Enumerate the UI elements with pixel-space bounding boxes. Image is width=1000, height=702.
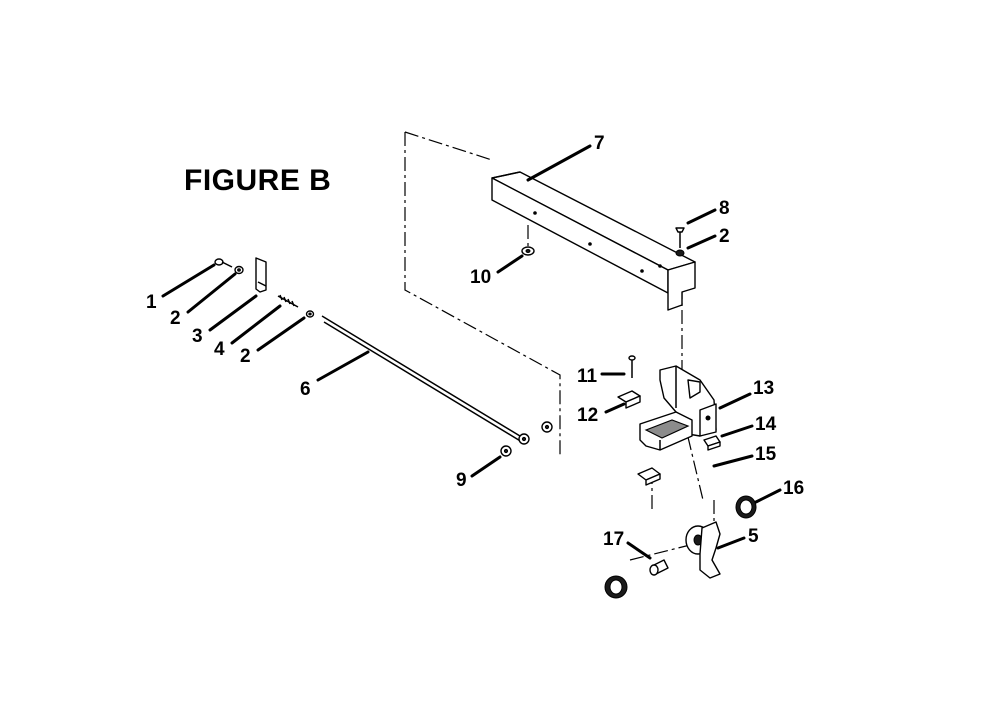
assembly-guide-lines	[404, 131, 715, 561]
leader-lines	[161, 144, 782, 560]
part-7-rail	[491, 171, 696, 311]
part-5-lever	[685, 521, 721, 579]
part-13-bracket	[639, 365, 717, 451]
callout-2b: 2	[240, 346, 251, 367]
callout-13: 13	[753, 378, 774, 399]
part-8-screw	[675, 227, 685, 257]
callout-7: 7	[594, 133, 605, 154]
callout-16: 16	[783, 478, 804, 499]
callout-6: 6	[300, 379, 311, 400]
part-12-clip	[617, 390, 641, 409]
callout-4: 4	[214, 339, 225, 360]
callout-11: 11	[577, 366, 598, 387]
callout-12: 12	[577, 405, 598, 426]
callout-3: 3	[192, 326, 203, 347]
part-11-pin	[628, 355, 636, 378]
callout-labels: 1 2 3 4 2 6 7 8 2 10 11 12 13 14 15 16 5…	[146, 133, 804, 550]
lower-washer	[604, 575, 628, 599]
callout-9: 9	[456, 470, 467, 491]
part-6-rod	[321, 315, 553, 445]
part-14-clip	[703, 435, 721, 451]
callout-2c: 2	[719, 226, 730, 247]
callout-1: 1	[146, 292, 157, 313]
part-9-washer	[500, 445, 512, 457]
callout-17: 17	[603, 529, 624, 550]
part-10-washer	[521, 225, 535, 256]
callout-14: 14	[755, 414, 777, 435]
part-16-washer	[735, 495, 757, 519]
figure-title: FIGURE B	[184, 164, 332, 197]
left-hardware	[214, 257, 315, 318]
callout-2a: 2	[170, 308, 181, 329]
callout-15: 15	[755, 444, 777, 465]
callout-5: 5	[748, 526, 759, 547]
callout-8: 8	[719, 198, 730, 219]
lower-clip	[637, 467, 661, 486]
part-17-pin	[649, 559, 669, 576]
callout-10: 10	[470, 267, 491, 288]
